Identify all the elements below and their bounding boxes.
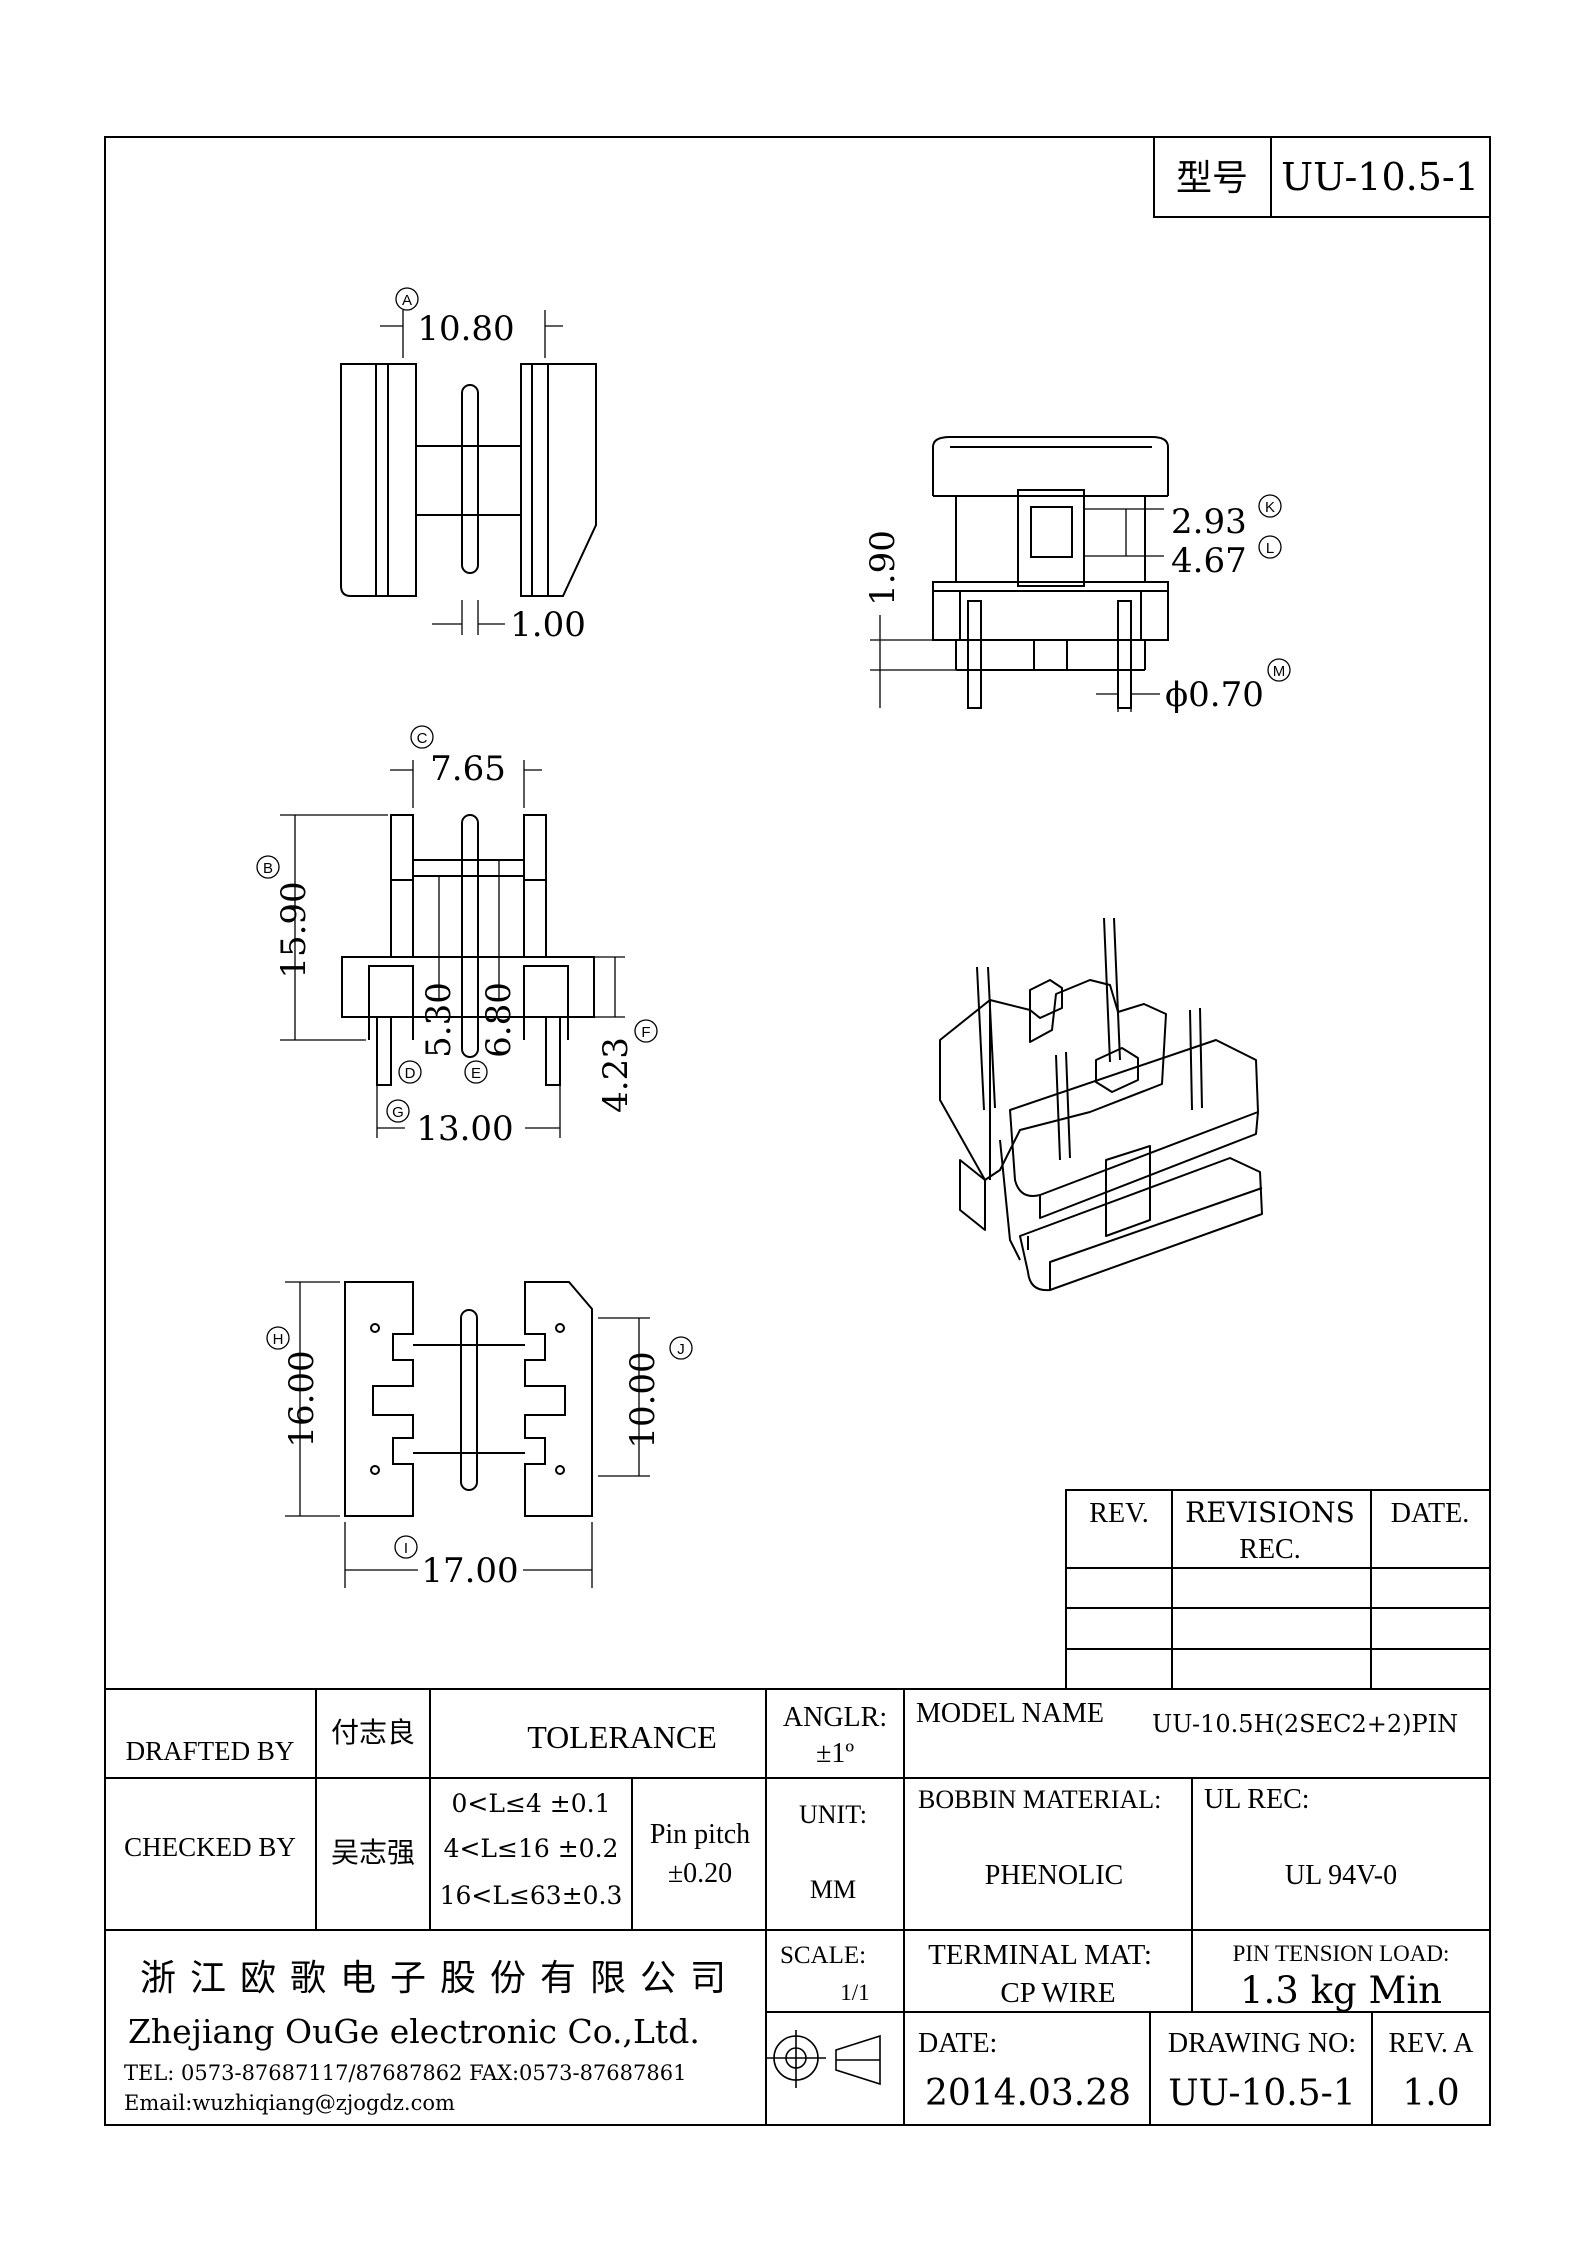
model-name-value: UU-10.5H(2SEC2+2)PIN [1152,1710,1458,1738]
dimension-lines-view3 [280,760,625,1138]
dimension-A: 10.80 [417,309,514,349]
model-name-label: MODEL NAME [916,1698,1104,1729]
date-label: DATE: [918,2028,997,2059]
rev-value: 1.0 [1402,2073,1459,2114]
unit-value: MM [810,1875,856,1904]
front-view [341,814,595,1086]
callout-B-letter: B [263,860,273,877]
dimension-I: 17.00 [421,1551,518,1591]
scale-label: SCALE: [780,1942,866,1969]
callout-K-letter: K [1265,499,1275,516]
dimension-pin-stand: 1.90 [863,530,903,606]
terminal-mat-label: TERMINAL MAT: [928,1939,1152,1971]
callout-A-letter: A [402,292,412,309]
dimension-lines-view4 [285,1281,650,1588]
dimension-lines-view2 [870,508,1164,712]
bottom-view [344,1281,593,1517]
pin-pitch-value: ±0.20 [668,1858,732,1889]
unit-label: UNIT: [799,1800,867,1829]
pin-tension-value: 1.3 kg Min [1240,1969,1442,2012]
drafted-by-label: DRAFTED BY [126,1736,295,1766]
dimension-C: 7.65 [430,749,506,789]
dimension-J: 10.00 [623,1351,663,1448]
callout-K: K [1258,494,1282,518]
model-label: 型号 [1176,158,1248,199]
drawing-frame [104,136,1491,2126]
date-value: 2014.03.28 [925,2073,1131,2114]
scale-value: 1/1 [840,1980,869,2005]
checked-by-name: 吴志强 [331,1836,415,1869]
callout-M-letter: M [1273,663,1286,680]
callout-J-letter: J [677,1341,685,1358]
dimension-K: 2.93 [1171,502,1247,542]
ul-rec-label: UL REC: [1204,1784,1310,1815]
company-tel-fax: TEL: 0573-87687117/87687862 FAX:0573-876… [124,2061,686,2085]
company-email: Email:wuzhiqiang@zjogdz.com [124,2091,455,2115]
dimension-E: 6.80 [479,982,519,1058]
angle-value: ±1º [816,1738,854,1769]
title-block-grid [105,1688,1490,2125]
checked-by-label: CHECKED BY [124,1832,296,1862]
revisions-header: REVISIONS [1185,1496,1355,1529]
dimension-D: 5.30 [419,982,459,1058]
dimension-F: 4.23 [596,1037,636,1113]
drawing-no-label: DRAWING NO: [1168,2028,1356,2059]
pin-tension-label: PIN TENSION LOAD: [1233,1941,1450,1966]
callout-I: I [394,1535,418,1559]
dimension-L: 4.67 [1171,541,1247,581]
callout-C-letter: C [417,730,428,747]
callout-C: C [410,725,434,749]
tolerance-row-1: 0<L≤4 ±0.1 [452,1789,611,1818]
callout-G: G [386,1099,410,1123]
projection-symbol-icon [766,2030,881,2088]
dimension-flange-gap: 1.00 [510,605,586,645]
revision-table [1065,1489,1491,1690]
tolerance-row-2: 4<L≤16 ±0.2 [444,1834,619,1863]
dimension-lines-view1 [380,310,563,635]
callout-B: B [256,855,280,879]
callout-E: E [464,1060,488,1084]
date-header: DATE. [1391,1498,1470,1529]
rec-header: REC. [1239,1534,1300,1565]
tolerance-row-3: 16<L≤63±0.3 [440,1881,623,1910]
model-number: UU-10.5-1 [1281,155,1479,199]
pin-pitch-label: Pin pitch [650,1819,750,1850]
callout-H: H [266,1326,290,1350]
drafted-by-name: 付志良 [331,1716,415,1749]
callout-I-letter: I [404,1540,408,1557]
dimension-G: 13.00 [416,1109,513,1149]
dimension-B: 15.90 [274,881,314,978]
callout-J: J [669,1336,693,1360]
dimension-H: 16.00 [282,1350,322,1447]
callout-E-letter: E [471,1065,481,1082]
callout-M: M [1267,658,1291,682]
ul-rec-value: UL 94V-0 [1285,1860,1397,1891]
callout-D: D [398,1060,422,1084]
callout-F: F [634,1019,658,1043]
terminal-mat-value: CP WIRE [1000,1977,1115,2009]
drawing-no-value: UU-10.5-1 [1168,2073,1355,2114]
rev-header: REV. [1089,1498,1148,1529]
bobbin-material-label: BOBBIN MATERIAL: [918,1785,1161,1814]
isometric-view [939,917,1263,1292]
callout-G-letter: G [392,1104,404,1121]
end-view [932,436,1169,709]
rev-label: REV. A [1388,2028,1474,2059]
callout-D-letter: D [405,1065,416,1082]
top-side-view [340,363,597,597]
angle-label: ANGLR: [783,1702,887,1733]
tolerance-label: TOLERANCE [527,1719,717,1755]
callout-L: L [1258,535,1282,559]
callout-H-letter: H [273,1331,284,1348]
company-name-en: Zhejiang OuGe electronic Co.,Ltd. [128,2012,700,2051]
bobbin-material-value: PHENOLIC [985,1860,1123,1891]
callout-F-letter: F [641,1024,650,1041]
callout-A: A [395,287,419,311]
callout-L-letter: L [1266,540,1274,557]
company-name-cn: 浙江欧歌电子股份有限公司 [140,1958,740,1999]
dimension-M: ϕ0.70 [1165,675,1264,715]
